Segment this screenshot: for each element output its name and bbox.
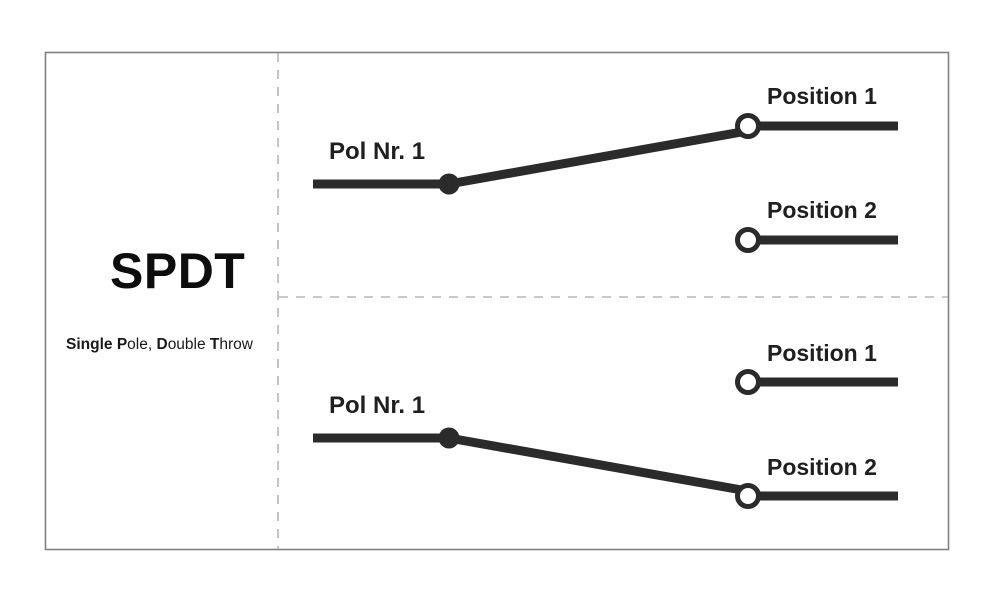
lower-position2-terminal: [735, 483, 761, 509]
upper-pole-label: Pol Nr. 1: [329, 138, 426, 165]
upper-position2-label: Position 2: [767, 197, 877, 223]
lower-pole-label: Pol Nr. 1: [329, 392, 426, 419]
upper-position2-terminal: [735, 227, 761, 253]
upper-pivot-dot: [438, 173, 460, 195]
upper-position1-label: Position 1: [767, 83, 877, 109]
upper-state-schematic: [313, 113, 898, 253]
upper-lever-arm: [448, 125, 754, 189]
lower-position2-label: Position 2: [767, 454, 877, 480]
figure-title: SPDT: [110, 243, 246, 299]
lower-lever-arm: [448, 433, 754, 497]
lower-state-schematic: [313, 369, 898, 509]
upper-position1-terminal: [735, 113, 761, 139]
lower-pivot-dot: [438, 427, 460, 449]
figure-border: [44, 51, 950, 551]
lower-position1-label: Position 1: [767, 340, 877, 366]
lower-position1-terminal: [735, 369, 761, 395]
figure-subtitle: Single Pole, Double Throw: [66, 336, 253, 353]
